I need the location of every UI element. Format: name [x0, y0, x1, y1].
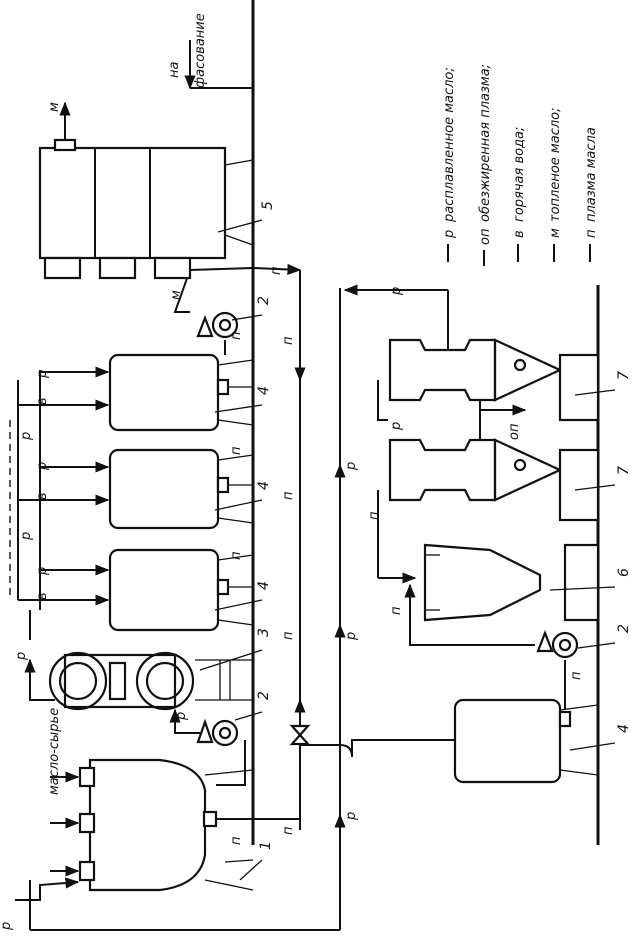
legend-code: м — [548, 228, 563, 238]
equipment-number: 1 — [258, 841, 274, 850]
stream-label-p: п — [281, 491, 296, 500]
stream-label-m: м — [47, 102, 62, 112]
legend-text: обезжиренная плазма; — [478, 64, 493, 222]
stream-label-op: оп — [507, 423, 522, 440]
equipment-number: 7 — [616, 466, 632, 475]
tank-6 — [423, 543, 600, 622]
stream-label-r: р — [344, 632, 359, 641]
melting-tank-4a — [108, 548, 254, 632]
butter-processor-5 — [38, 138, 254, 280]
stream-label-r: р — [344, 462, 359, 471]
raw-oil-label: масло-сырье — [47, 708, 62, 795]
leader-line — [549, 586, 616, 591]
legend-code: р — [442, 230, 457, 239]
legend-text: расплавленное масло; — [442, 67, 457, 223]
equipment-number: 4 — [256, 581, 272, 590]
leader-line — [214, 404, 263, 413]
melting-tank-4b — [108, 448, 254, 530]
tank-to-pump — [216, 740, 246, 786]
legend: р расплавленное масло; оп обезжиренная п… — [442, 64, 599, 266]
stream-label-r: р — [14, 652, 29, 661]
stream-label-r: р — [389, 287, 404, 296]
legend-text: горячая вода; — [512, 127, 527, 222]
collection-tank-4d — [453, 698, 599, 784]
stream-label-p: п — [389, 606, 404, 615]
to-packing-label-2: фасование — [193, 13, 208, 88]
melting-tank-4c — [108, 353, 254, 432]
leader-line — [214, 499, 263, 511]
pump-to-heater — [169, 708, 200, 734]
equipment-number: 4 — [256, 386, 272, 395]
stream-label-p: п — [281, 631, 296, 640]
pump-2-upper — [196, 718, 239, 747]
leader-line — [231, 314, 263, 321]
stream-label-r: р — [35, 462, 50, 471]
stream-label-p: п — [269, 266, 284, 275]
stream-label-p: п — [229, 551, 244, 560]
stream-label-r: р — [389, 422, 404, 431]
equipment-number: 2 — [616, 624, 632, 633]
leader-line — [217, 219, 263, 233]
stream-label-p: п — [367, 511, 382, 520]
equipment-number: 6 — [616, 568, 632, 577]
heater-3 — [48, 651, 253, 711]
stream-label-v: в — [35, 492, 50, 500]
stream-label-r: р — [174, 712, 189, 721]
stream-label-p: п — [281, 826, 296, 835]
legend-code: оп — [478, 228, 493, 245]
crossover-line — [300, 739, 460, 758]
stream-label-p: п — [229, 836, 244, 845]
to-packing-label: на — [167, 62, 182, 78]
leader-line — [574, 389, 616, 396]
stream-label-r: р — [19, 532, 34, 541]
stream-label-v: в — [35, 397, 50, 405]
equipment-number: 7 — [616, 371, 632, 380]
equipment-number: 2 — [256, 691, 272, 700]
equipment-number: 3 — [256, 628, 272, 637]
equipment-number: 4 — [616, 724, 632, 733]
melted-oil-inlet — [15, 877, 80, 901]
legend-text: топленое масло; — [548, 108, 563, 222]
raw-oil-tank-1 — [78, 758, 254, 892]
leader-line — [569, 742, 616, 751]
equipment-number: 2 — [256, 296, 272, 305]
stream-label-r: р — [35, 370, 50, 379]
leader-line — [199, 649, 263, 671]
separator-7b — [388, 338, 600, 422]
equipment-number: 4 — [256, 481, 272, 490]
legend-code: п — [584, 229, 599, 238]
leader-line — [577, 642, 616, 649]
legend-text: плазма масла — [584, 127, 599, 222]
stream-label-v: в — [35, 592, 50, 600]
heater-outlet — [24, 658, 55, 701]
separator-7a — [388, 438, 600, 522]
legend-code: в — [512, 230, 527, 238]
pump-to-separator — [404, 583, 535, 646]
stream-label-p: п — [281, 336, 296, 345]
leader-line — [239, 859, 263, 881]
stream-label-p: п — [229, 331, 244, 340]
pump-2-lower — [536, 629, 579, 659]
equipment-number: 5 — [260, 201, 276, 210]
stream-label-r: р — [35, 567, 50, 576]
separator-link — [377, 380, 388, 421]
pump-2-upper-right — [196, 311, 239, 339]
stream-label-r: р — [19, 432, 34, 441]
stream-label-p: п — [569, 671, 584, 680]
leader-line — [574, 484, 616, 491]
valve — [289, 724, 311, 746]
stream-label-p: п — [229, 446, 244, 455]
stream-label-m: м — [169, 290, 184, 300]
stream-label-r: р — [0, 922, 14, 931]
leader-line — [214, 599, 263, 611]
leader-line — [234, 711, 263, 721]
stream-label-r: р — [344, 812, 359, 821]
